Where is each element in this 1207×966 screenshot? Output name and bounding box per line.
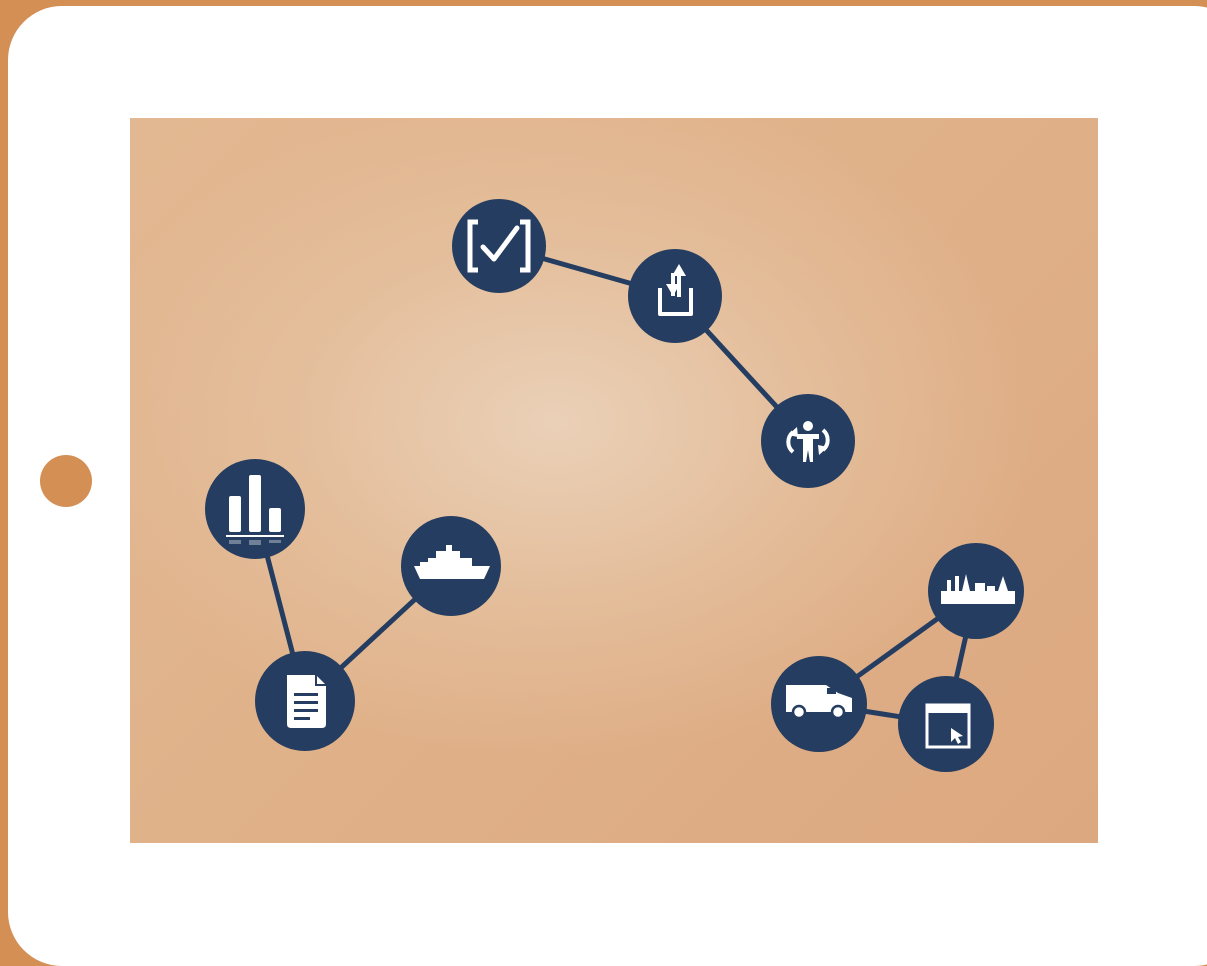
ship-icon xyxy=(414,545,490,579)
node-checklist[interactable] xyxy=(452,199,546,293)
delivery-truck-icon xyxy=(786,685,852,720)
check-bracket-icon xyxy=(467,219,531,273)
node-browser[interactable] xyxy=(898,676,994,772)
person-refresh-icon xyxy=(786,421,830,462)
node-ship[interactable] xyxy=(401,516,501,616)
home-button[interactable] xyxy=(40,455,92,507)
browser-cursor-icon xyxy=(925,703,971,749)
upload-download-icon xyxy=(658,264,693,316)
node-upload[interactable] xyxy=(628,249,722,343)
node-chart[interactable] xyxy=(205,459,305,559)
port-cranes-icon xyxy=(941,574,1015,604)
document-icon xyxy=(287,675,326,728)
bar-chart-icon xyxy=(226,475,284,545)
node-people[interactable] xyxy=(761,394,855,488)
node-truck[interactable] xyxy=(771,656,867,752)
node-document[interactable] xyxy=(255,651,355,751)
node-port[interactable] xyxy=(928,543,1024,639)
